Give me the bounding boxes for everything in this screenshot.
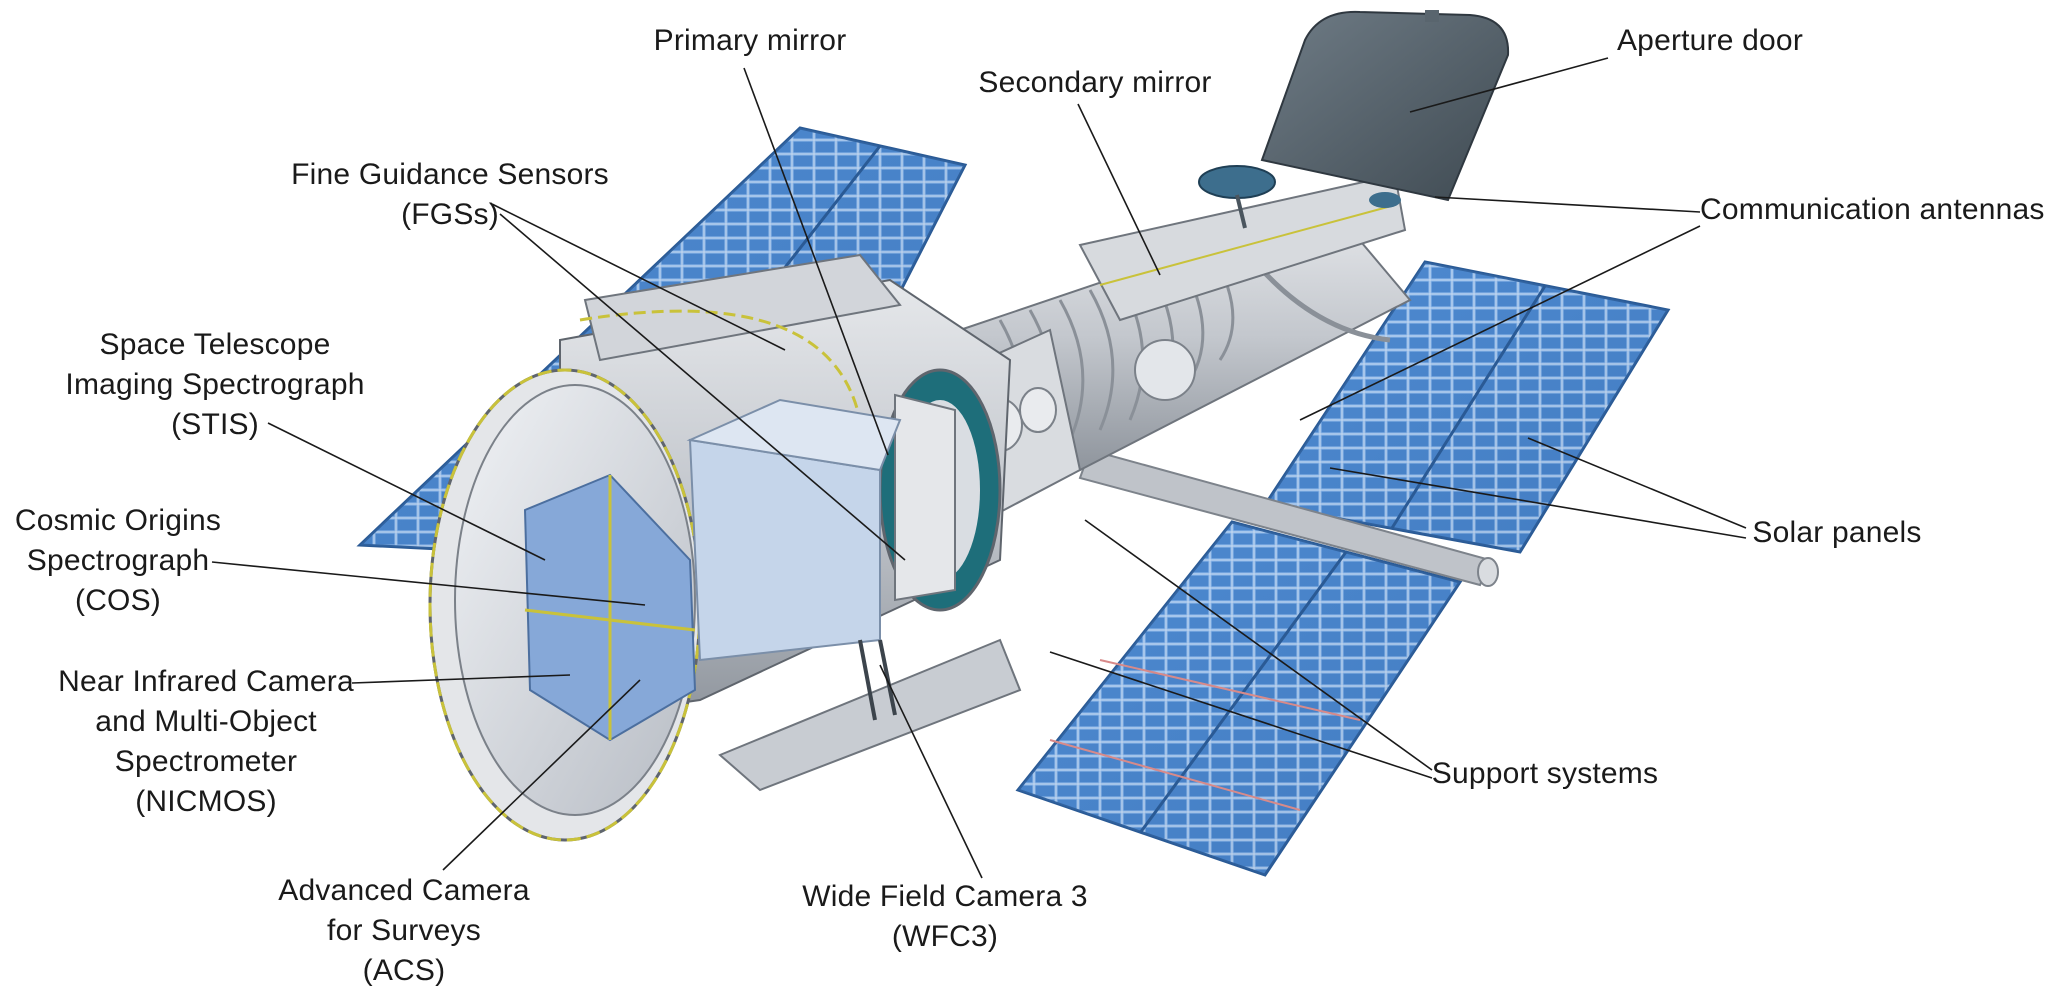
leader-fgs-1 <box>491 203 786 351</box>
support-fins <box>718 638 1022 792</box>
leader-support-systems-2 <box>1049 651 1433 779</box>
label-support-systems: Support systems <box>1431 757 1659 790</box>
leader-secondary-mirror <box>1077 103 1161 276</box>
label-communication-antennas: Communication antennas <box>1700 193 2045 226</box>
label-fgs: Fine Guidance Sensors (FGSs) <box>291 158 609 231</box>
label-acs: Advanced Camera for Surveys (ACS) <box>278 874 530 987</box>
leader-stis <box>267 422 546 561</box>
label-nicmos: Near Infrared Camera and Multi-Object Sp… <box>58 665 354 818</box>
label-primary-mirror: Primary mirror <box>653 24 847 57</box>
label-cos: Cosmic Origins Spectrograph (COS) <box>14 504 222 617</box>
leader-support-systems-1 <box>1084 519 1433 771</box>
leader-fgs-2 <box>499 213 906 561</box>
leader-solar-panels-2 <box>1329 467 1747 539</box>
leader-cos <box>211 561 646 606</box>
label-aperture-door: Aperture door <box>1616 24 1804 57</box>
leader-nicmos <box>351 674 571 684</box>
leader-primary-mirror <box>743 67 889 456</box>
science-instrument-bays <box>523 398 902 742</box>
leader-aperture-door <box>1409 57 1609 113</box>
label-solar-panels: Solar panels <box>1752 516 1922 549</box>
leader-lines <box>211 57 1747 879</box>
leader-comm-antenna-1 <box>1434 196 1701 213</box>
leader-wfc3 <box>879 664 983 879</box>
communication-antenna-dish <box>1198 165 1401 229</box>
label-secondary-mirror: Secondary mirror <box>978 66 1212 99</box>
forward-shell <box>1078 173 1407 322</box>
label-stis: Space Telescope Imaging Spectrograph (ST… <box>65 328 365 441</box>
solar-panel-lower-right <box>1015 520 1463 877</box>
leader-comm-antenna-2 <box>1299 225 1701 421</box>
label-wfc3: Wide Field Camera 3 (WFC3) <box>802 880 1088 953</box>
solar-panel-upper-right <box>1262 260 1671 554</box>
leader-solar-panels-1 <box>1527 437 1747 529</box>
leader-acs <box>442 679 641 871</box>
aperture-door <box>1260 10 1510 202</box>
